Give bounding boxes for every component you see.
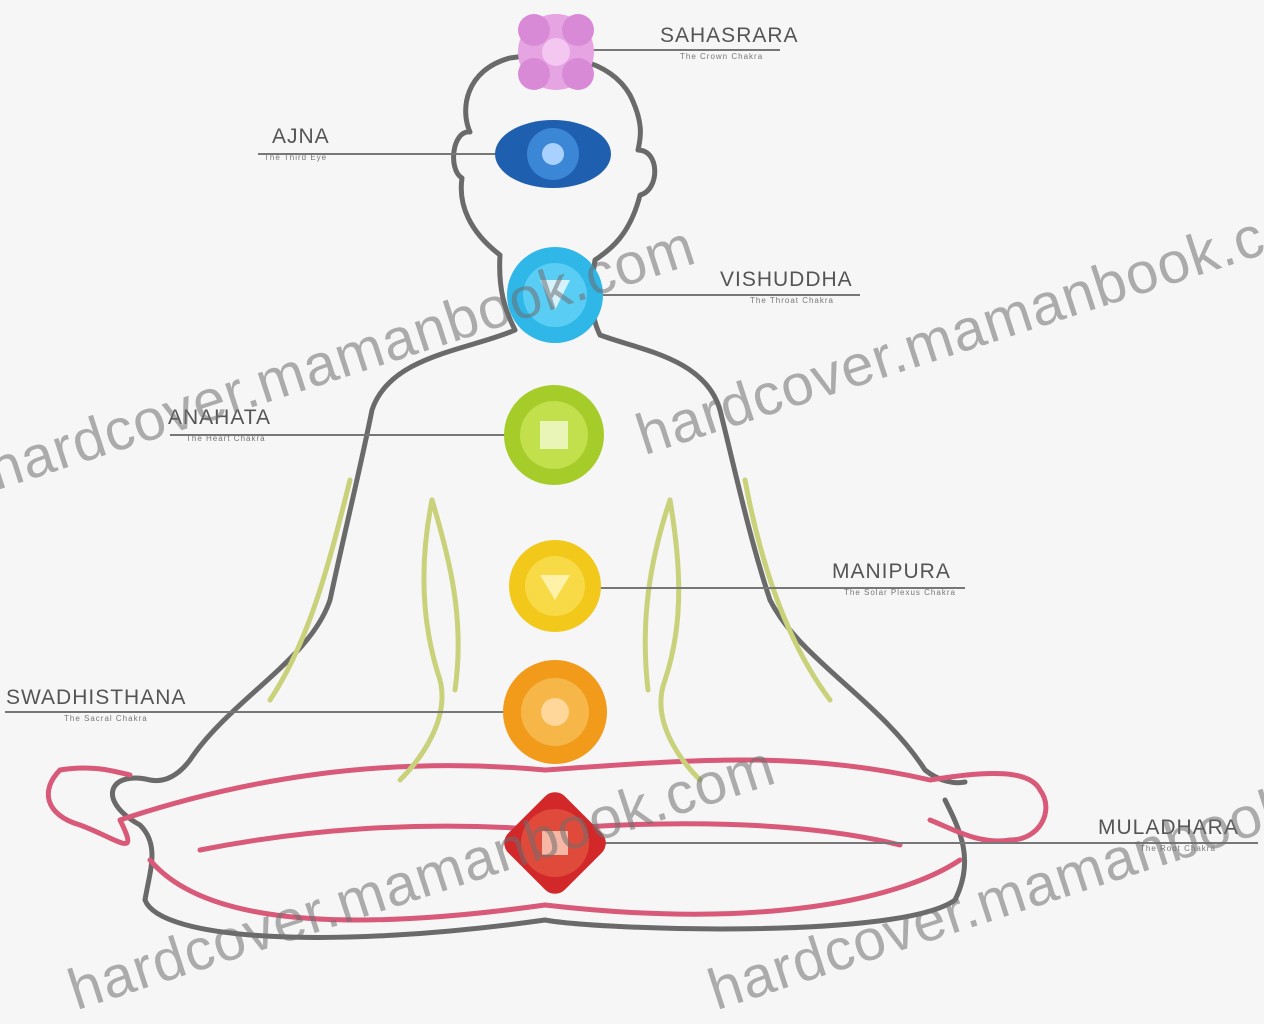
label-manipura: MANIPURA The Solar Plexus Chakra (832, 560, 956, 597)
chakra-name: SWADHISTHANA (6, 686, 186, 710)
chakra-name: AJNA (272, 125, 330, 149)
label-ajna: AJNA The Third Eye (272, 125, 330, 162)
chakra-anahata-icon (504, 385, 604, 485)
chakra-ajna-icon (495, 120, 611, 188)
label-sahasrara: SAHASRARA The Crown Chakra (660, 24, 799, 61)
chakra-diagram: SAHASRARA The Crown Chakra AJNA The Thir… (0, 0, 1264, 951)
label-swadhisthana: SWADHISTHANA The Sacral Chakra (6, 686, 186, 723)
chakra-subtitle: The Throat Chakra (750, 296, 853, 305)
chakra-name: MANIPURA (832, 560, 956, 584)
chakra-swadhisthana-icon (503, 660, 607, 764)
leader-lines (5, 50, 1258, 843)
chakra-name: VISHUDDHA (720, 268, 853, 292)
chakra-subtitle: The Third Eye (264, 153, 330, 162)
label-vishuddha: VISHUDDHA The Throat Chakra (720, 268, 853, 305)
chakra-subtitle: The Crown Chakra (680, 52, 799, 61)
chakra-subtitle: The Sacral Chakra (64, 714, 186, 723)
chakra-name: SAHASRARA (660, 24, 799, 48)
chakra-sahasrara-icon (518, 14, 594, 90)
chakra-subtitle: The Solar Plexus Chakra (844, 588, 956, 597)
chakra-manipura-icon (509, 540, 601, 632)
